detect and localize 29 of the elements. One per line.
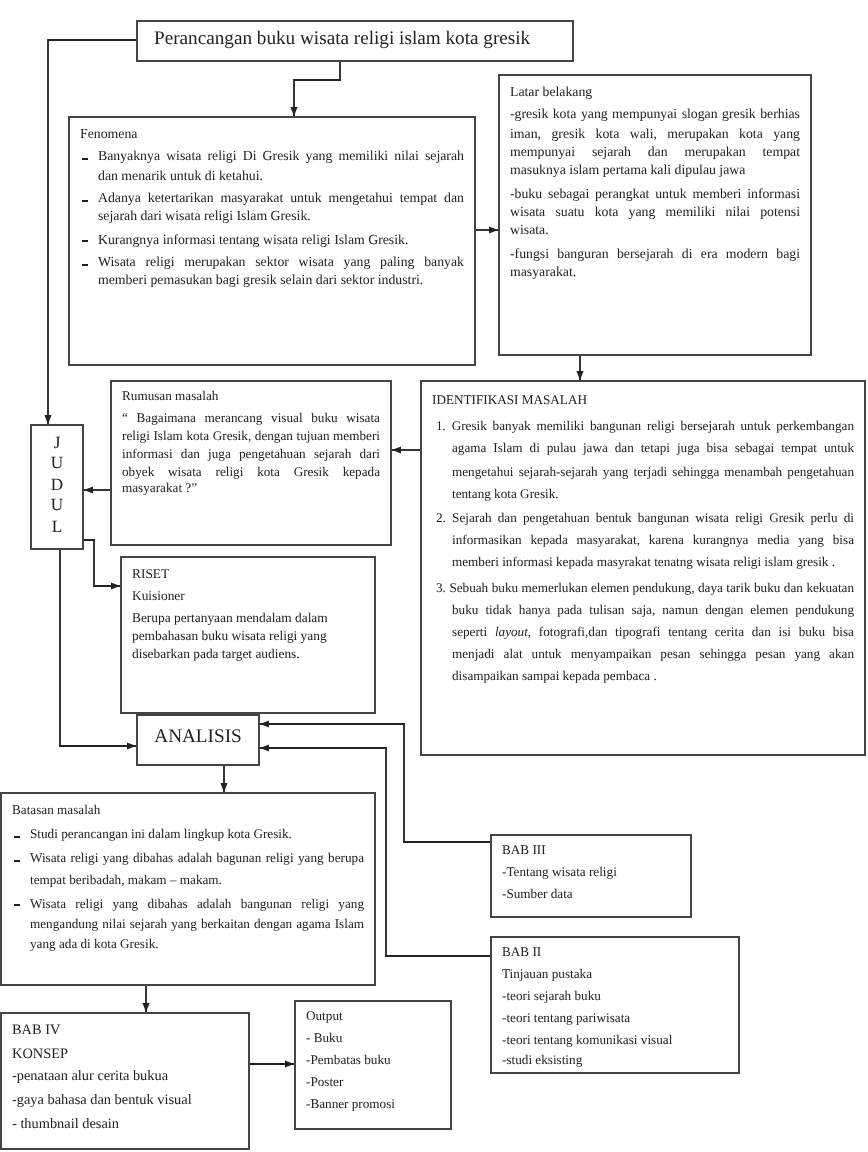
text-box [498,74,812,356]
text-box [0,1012,250,1150]
arrow [290,61,341,117]
text-box [120,556,376,714]
text-box [490,834,692,918]
arrow [249,1060,295,1068]
box-title: Perancangan buku wisata religi islam kota gresik [154,28,533,54]
box-title: ANALISIS [152,726,244,752]
text-box [136,20,574,62]
text-box [136,714,260,766]
arrow [475,226,499,234]
arrow [220,765,228,793]
text-box [68,116,476,366]
arrow [391,446,421,454]
text-box [30,424,84,550]
arrow [83,486,111,494]
box-title: JUDUL [48,432,66,537]
arrow [142,985,150,1013]
arrow [83,539,121,590]
arrow [576,355,584,381]
arrow [44,39,137,425]
arrow [59,549,137,750]
text-box [420,380,866,756]
text-box [0,792,376,986]
text-box [110,380,392,546]
text-box [490,936,740,1074]
text-box [294,1000,452,1130]
arrow [259,720,491,843]
arrow [259,744,491,957]
